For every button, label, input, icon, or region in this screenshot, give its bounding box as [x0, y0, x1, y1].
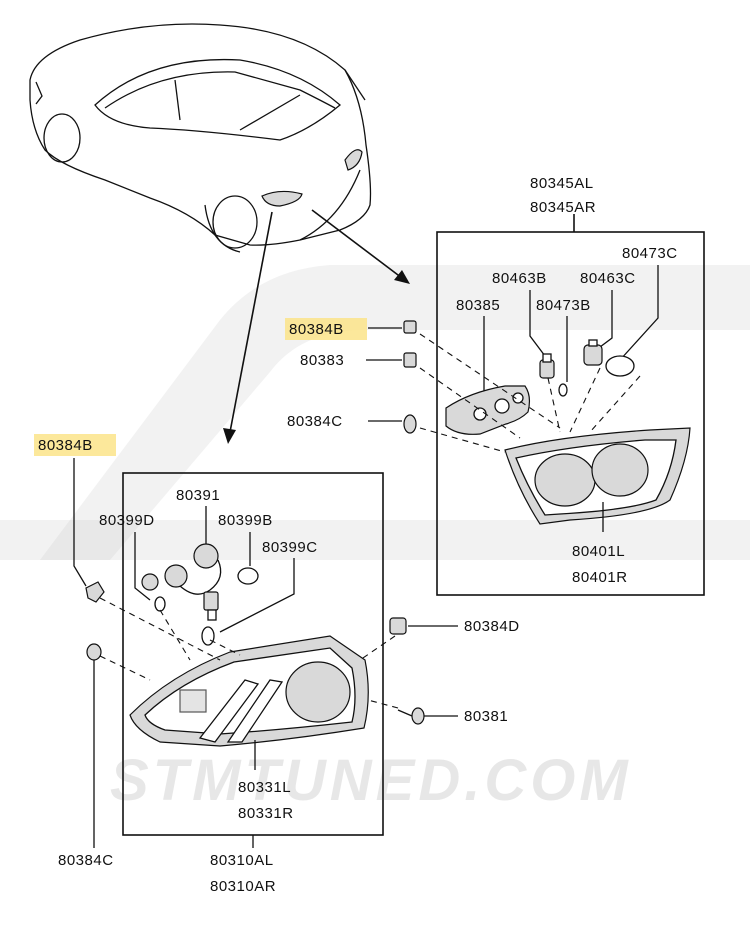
- highlight-80384B-right: [285, 318, 367, 340]
- inner-lamp-box: 80345AL 80345AR 80473C 80463B 80463C 803…: [419, 175, 705, 596]
- watermark: STMTUNED.COM: [0, 265, 750, 813]
- bulb-80399D: [154, 596, 166, 612]
- clip-80384B-right: [403, 320, 417, 334]
- label-80310AL: 80310AL: [210, 852, 274, 869]
- label-80331L: 80331L: [238, 779, 291, 796]
- car-illustration: [29, 23, 372, 253]
- label-80345AL: 80345AL: [530, 175, 594, 192]
- bulb-80473C: [605, 355, 635, 377]
- fasteners-left: 80384B 80384C 80310AL 80310AR 80384D 803…: [34, 434, 520, 895]
- label-80384B-left: 80384B: [38, 437, 93, 454]
- tail-lamp-box: 80391 80399D 80399B 80399C: [99, 472, 384, 836]
- nut-80383: [403, 352, 417, 368]
- screw-80384C-left: [86, 643, 102, 661]
- label-80331R: 80331R: [238, 805, 294, 822]
- label-80384C-right: 80384C: [287, 413, 343, 430]
- bulb-80399C: [201, 626, 215, 646]
- label-80383: 80383: [300, 352, 344, 369]
- socket-80463B: [539, 353, 555, 379]
- label-80384C-left: 80384C: [58, 852, 114, 869]
- label-80473C: 80473C: [622, 245, 678, 262]
- socket-80463C: [583, 339, 603, 366]
- inner-lamp-80401: [504, 427, 691, 525]
- clip-80384D: [389, 617, 407, 635]
- gasket-80385: [445, 385, 531, 435]
- fasteners-right: 80384B 80383 80384C: [285, 318, 417, 434]
- label-80384B-right: 80384B: [289, 321, 344, 338]
- watermark-text: STMTUNED.COM: [110, 748, 632, 813]
- label-80399C: 80399C: [262, 539, 318, 556]
- harness-80391: [141, 543, 222, 621]
- screw-80381: [397, 707, 425, 725]
- screw-80384C-right: [403, 414, 417, 434]
- label-80401R: 80401R: [572, 569, 628, 586]
- highlight-80384B-left: [34, 434, 116, 456]
- label-80391: 80391: [176, 487, 220, 504]
- label-80384D: 80384D: [464, 618, 520, 635]
- bulb-80473B: [558, 383, 568, 397]
- label-80310AR: 80310AR: [210, 878, 276, 895]
- label-80463B: 80463B: [492, 270, 547, 287]
- label-80345AR: 80345AR: [530, 199, 596, 216]
- label-80385: 80385: [456, 297, 500, 314]
- label-80463C: 80463C: [580, 270, 636, 287]
- label-80399D: 80399D: [99, 512, 155, 529]
- label-80399B: 80399B: [218, 512, 273, 529]
- bulb-80399B: [237, 567, 259, 585]
- clip-80384B-left: [85, 581, 105, 603]
- tail-lamp-80331: [129, 635, 369, 747]
- label-80473B: 80473B: [536, 297, 591, 314]
- label-80381: 80381: [464, 708, 508, 725]
- pointer-arrows: [223, 209, 410, 444]
- label-80401L: 80401L: [572, 543, 625, 560]
